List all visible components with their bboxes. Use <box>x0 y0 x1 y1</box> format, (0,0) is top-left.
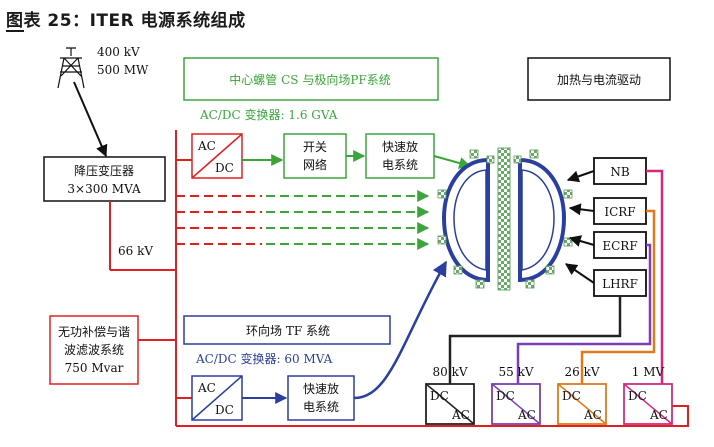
pf-link-3 <box>433 155 472 169</box>
pf-coils <box>437 149 573 289</box>
transmission-tower-icon <box>57 47 85 89</box>
vacuum-vessel-right <box>518 157 567 283</box>
compensator-line1: 无功补偿与谐 <box>58 324 130 339</box>
title-underline <box>6 30 24 32</box>
hv-supply-dc: DC <box>562 389 581 403</box>
heating-system-icrf: ICRF <box>593 197 647 225</box>
hv-supply-voltage: 80 kV <box>432 365 467 379</box>
hv-supply-diagonal <box>425 383 475 425</box>
bus-voltage-label: 66 kV <box>118 244 153 258</box>
tf-converter-rating: AC/DC 变换器: 60 MVA <box>195 351 333 366</box>
heating-system-label: ECRF <box>602 239 637 253</box>
grid-feed-arrow <box>73 81 108 158</box>
hv-supply-diagonal <box>557 383 607 425</box>
vacuum-vessel-left <box>441 157 490 283</box>
heating-system-label: NB <box>610 165 630 179</box>
cs-pf-system-label: 中心螺管 CS 与极向场PF系统 <box>229 72 390 87</box>
figure-title: 图表 25：ITER 电源系统组成 <box>6 11 246 31</box>
cs-pf-system-box <box>183 57 439 101</box>
transformer-rating: 3×300 MVA <box>67 182 141 196</box>
heating-system-label: ICRF <box>604 205 635 219</box>
tf-link-2 <box>353 260 448 400</box>
tf-system-box <box>183 315 391 345</box>
tf-converter-dc: DC <box>215 403 234 417</box>
tf-converter-ac: AC <box>197 381 216 395</box>
tf-system-label: 环向场 TF 系统 <box>246 323 330 338</box>
hv-supply-diagonal <box>491 383 541 425</box>
heating-current-drive-label: 加热与电流驱动 <box>557 73 641 87</box>
pf-fast-discharge-line2: 电系统 <box>382 158 418 172</box>
hv-supply-dc: DC <box>628 389 647 403</box>
hv-supply-ac: AC <box>517 408 536 422</box>
heating-system-nb: NB <box>593 157 647 185</box>
cs-pf-converter-rating: AC/DC 变换器: 1.6 GVA <box>199 107 338 122</box>
heating-current-drive-box <box>527 57 671 101</box>
heating-feeds <box>565 170 595 284</box>
transformer-label: 降压变压器 <box>74 163 134 178</box>
hv-ac-feed <box>176 405 689 427</box>
heating-system-lhrf: LHRF <box>593 269 647 297</box>
switching-network <box>283 133 347 179</box>
switching-network-line2: 网络 <box>303 157 327 172</box>
hv-supply-dc: DC <box>496 389 515 403</box>
grid-voltage: 400 kV <box>97 45 140 59</box>
ac-bus <box>109 130 192 426</box>
central-solenoid <box>497 147 511 291</box>
tokamak-cross-section <box>437 147 573 291</box>
hv-supply-ac: AC <box>649 408 668 422</box>
hv-supply-ac: AC <box>451 408 470 422</box>
tf-fast-discharge <box>287 375 355 421</box>
cs-pf-converter-dc: DC <box>215 161 234 175</box>
compensator-rating: 750 Mvar <box>65 361 124 375</box>
pf-fast-discharge-line1: 快速放 <box>382 139 418 154</box>
grid-power: 500 MW <box>97 63 149 77</box>
hv-feeder-lines <box>448 169 664 384</box>
tf-fast-discharge-line2: 电系统 <box>303 400 339 414</box>
heating-system-label: LHRF <box>602 277 638 291</box>
hv-supply-voltage: 26 kV <box>564 365 599 379</box>
hv-supply-diagonal <box>623 383 673 425</box>
tf-fast-discharge-line1: 快速放 <box>303 381 339 396</box>
switching-network-line1: 开关 <box>303 140 327 154</box>
hv-supply-voltage: 55 kV <box>498 365 533 379</box>
tf-ac-dc-converter: AC DC <box>191 375 243 421</box>
hv-supply-dc: DC <box>430 389 449 403</box>
hv-supply-ac: AC <box>583 408 602 422</box>
reactive-compensator <box>49 315 139 385</box>
cs-pf-converter-ac: AC <box>197 139 216 153</box>
pf-fast-discharge <box>365 133 435 179</box>
compensator-line2: 波滤波系统 <box>64 343 124 357</box>
step-down-transformer <box>43 156 166 202</box>
cs-pf-ac-dc-converter: AC DC <box>191 133 243 179</box>
hv-supply-voltage: 1 MV <box>632 365 665 379</box>
heating-system-ecrf: ECRF <box>593 231 647 259</box>
pf-coil-feeders <box>176 190 430 250</box>
